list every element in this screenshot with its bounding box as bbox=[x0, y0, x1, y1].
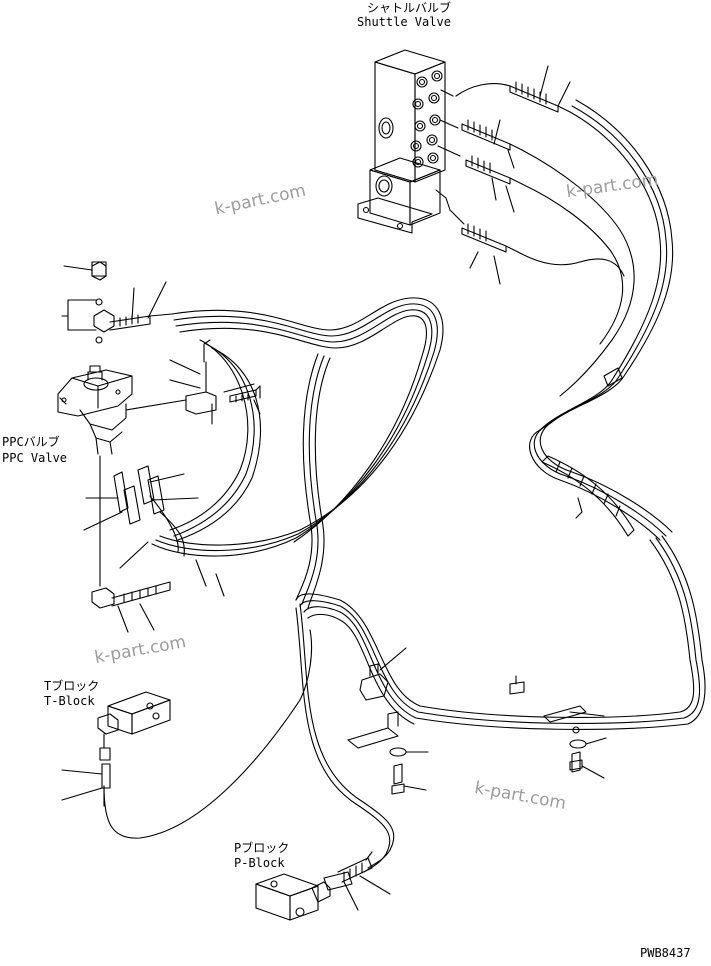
p-block-label-jp: Pブロック bbox=[234, 841, 290, 855]
shuttle-valve-body bbox=[357, 49, 465, 234]
bolts bbox=[91, 261, 255, 393]
shuttle-valve-label-en: Shuttle Valve bbox=[357, 15, 451, 29]
ppc-top-fittings bbox=[61, 261, 173, 344]
ppc-valve-label-en: PPC Valve bbox=[2, 451, 68, 465]
shuttle-hose-fittings bbox=[461, 81, 571, 253]
shuttle-leader-lines bbox=[469, 65, 571, 285]
hose-routing bbox=[103, 83, 706, 873]
p-block bbox=[255, 851, 391, 921]
p-block-label-en: P-Block bbox=[234, 856, 285, 870]
ppc-valve-body bbox=[57, 339, 261, 455]
t-block bbox=[61, 691, 171, 807]
drawing-code: PWB8437 bbox=[640, 946, 691, 960]
t-block-label-en: T-Block bbox=[44, 694, 95, 708]
shuttle-valve-label-jp: シャトルバルブ bbox=[367, 1, 452, 15]
t-block-label-jp: Tブロック bbox=[44, 679, 100, 693]
ppc-leader-lines bbox=[83, 473, 225, 633]
clamps-and-brackets bbox=[347, 647, 607, 795]
ppc-lower-fittings bbox=[91, 455, 171, 609]
ppc-valve-label-jp: PPCバルブ bbox=[2, 435, 60, 449]
